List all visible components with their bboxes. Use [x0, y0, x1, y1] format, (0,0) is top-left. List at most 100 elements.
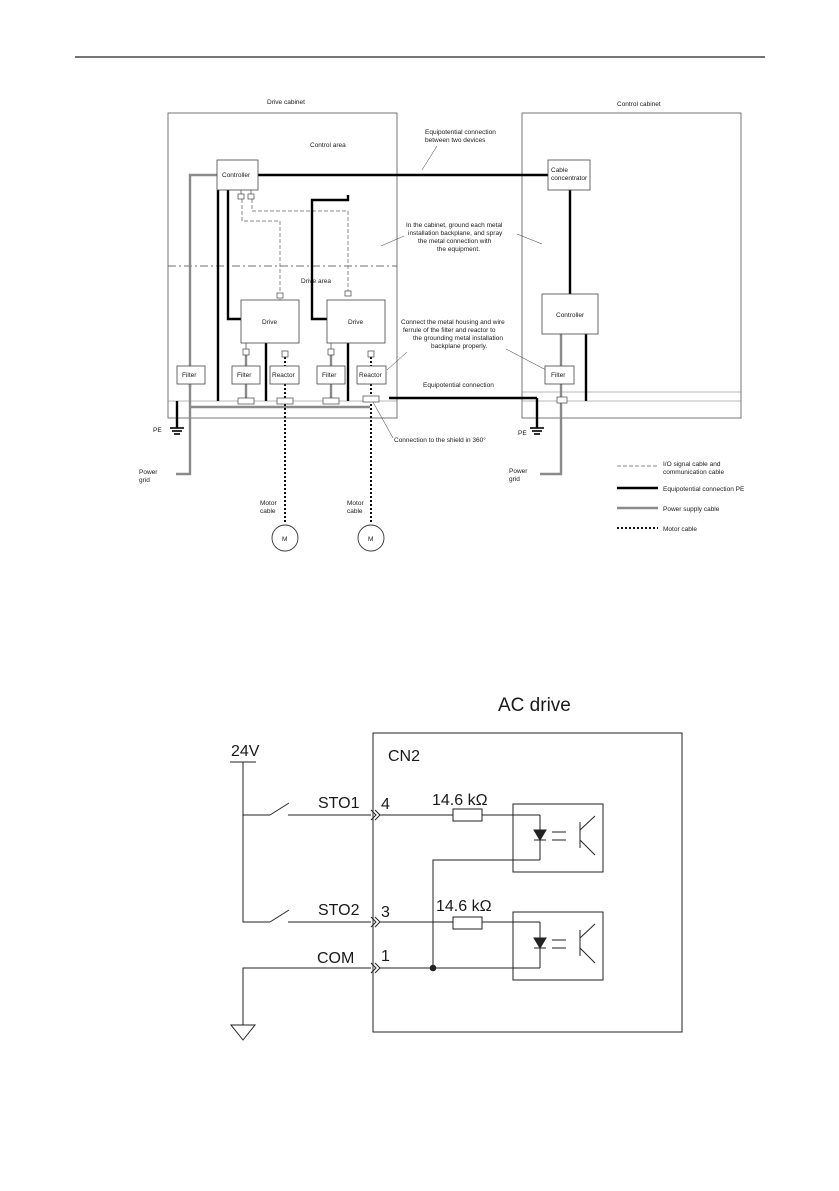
drive-box-2: Drive [326, 299, 386, 344]
ground-note-line1: In the cabinet, ground each metal [406, 222, 503, 229]
svg-text:concentrator: concentrator [551, 175, 588, 182]
drive-area-label: Drive area [301, 278, 331, 285]
ac-drive-title: AC drive [498, 695, 571, 716]
legend: I/O signal cable and communication cable… [617, 461, 745, 533]
reactor-box-1: Reactor [269, 365, 300, 385]
resistor-2-label: 14.6 kΩ [436, 898, 492, 915]
filter-box-4: Filter [544, 365, 575, 385]
drive-cabinet-box [167, 112, 398, 419]
filter-box-1: Filter [176, 365, 206, 385]
ground-note-pointer-left [380, 235, 405, 247]
ground-symbol-control [530, 427, 544, 435]
drive-box-1: Drive [240, 299, 300, 344]
sto1-pin: 4 [381, 796, 390, 813]
optocoupler-1 [512, 803, 604, 873]
com-pin: 1 [381, 948, 390, 965]
pe-label-control: PE [518, 430, 527, 437]
shield-clamps [237, 395, 568, 405]
sto2-terminal-chevron [370, 916, 377, 928]
com-terminal-chevron [370, 962, 377, 974]
sto1-label: STO1 [318, 795, 360, 812]
com-wire [242, 967, 371, 1025]
control-cabinet-label: Control cabinet [617, 101, 661, 108]
svg-text:Filter: Filter [322, 372, 337, 379]
ground-note-line2: installation backplane, and spray [408, 230, 503, 237]
drive-outline-box [372, 732, 683, 1033]
power-grid-label-drive-2: grid [139, 477, 150, 484]
motor-cable-label-1a: Motor [260, 500, 277, 507]
equip-between-line1: Equipotential connection [425, 129, 496, 136]
controller2-box: Controller [541, 293, 599, 335]
reactor-box-2: Reactor [356, 365, 387, 385]
ground-note-pointer-right [516, 233, 543, 245]
cable-concentrator-box: Cable concentrator [547, 159, 591, 191]
equip-between-line2: between two devices [425, 137, 486, 144]
sto-circuit-diagram: AC drive CN2 24V STO1 4 STO2 3 COM 1 14.… [229, 695, 683, 1041]
ground-triangle [229, 1024, 257, 1041]
housing-note-line1: Connect the metal housing and wire [401, 319, 505, 326]
housing-note-pointer-right [505, 348, 547, 371]
svg-text:Filter: Filter [237, 372, 252, 379]
svg-text:communication cable: communication cable [663, 469, 724, 476]
control-area-label: Control area [310, 142, 346, 149]
svg-text:Reactor: Reactor [272, 372, 296, 379]
motor-cable-label-2a: Motor [347, 500, 364, 507]
filter-box-3: Filter [316, 365, 346, 385]
housing-note-line3: the grounding metal installation [413, 335, 503, 342]
svg-text:M: M [368, 536, 373, 543]
controller-ports [237, 190, 255, 200]
resistor-1-label: 14.6 kΩ [432, 792, 488, 809]
sto1-terminal-chevron [370, 809, 377, 821]
housing-note-line2: ferrule of the filter and reactor to [403, 327, 496, 334]
equipotential-label: Equipotential connection [423, 382, 494, 389]
ground-note-line4: the equipment. [437, 246, 480, 253]
com-label: COM [317, 950, 354, 967]
motor-cable-label-2b: cable [347, 508, 363, 515]
com-to-opto1 [432, 859, 540, 968]
housing-note-pointer-left [386, 351, 408, 371]
ground-symbol-drive [170, 427, 184, 435]
io-signal-cables [241, 199, 349, 302]
optocoupler-2 [512, 911, 604, 981]
drive-cabinet-label: Drive cabinet [267, 99, 305, 106]
svg-text:Filter: Filter [551, 372, 566, 379]
sto2-switch [269, 909, 290, 923]
cabinet-wiring-diagram: Drive cabinet Control cabinet Control ar… [139, 99, 745, 552]
pe-label-drive: PE [153, 427, 162, 434]
svg-text:M: M [282, 536, 287, 543]
svg-text:Equipotential connection PE: Equipotential connection PE [663, 486, 745, 493]
power-grid-label-drive-1: Power [139, 469, 158, 476]
controller-box: Controller [216, 159, 259, 191]
svg-text:Controller: Controller [556, 312, 585, 319]
power-grid-label-control-2: grid [509, 476, 520, 483]
motor-2: M [357, 524, 385, 552]
svg-text:Drive: Drive [262, 319, 278, 326]
svg-text:I/O signal cable and: I/O signal cable and [663, 461, 721, 468]
drive-connectors [242, 290, 375, 358]
svg-text:Power supply cable: Power supply cable [663, 506, 720, 513]
shield-pointer [372, 401, 394, 439]
sto2-label: STO2 [318, 902, 360, 919]
junction-dot [429, 964, 437, 972]
svg-text:Reactor: Reactor [359, 372, 383, 379]
connector-label: CN2 [388, 748, 420, 765]
control-cabinet-box [521, 112, 742, 419]
equipotential-cables [175, 173, 588, 428]
supply-rail [242, 762, 270, 923]
filter-box-2: Filter [231, 365, 261, 385]
resistor-2 [452, 916, 483, 930]
ground-note-line3: the metal connection with [418, 238, 492, 245]
svg-text:Controller: Controller [222, 172, 251, 179]
svg-text:Drive: Drive [348, 319, 364, 326]
equip-between-pointer [421, 145, 438, 171]
motor-cable-label-1b: cable [260, 508, 276, 515]
motor-cables [284, 357, 372, 524]
svg-text:Cable: Cable [551, 167, 568, 174]
supply-label: 24V [231, 743, 260, 760]
sto1-switch [269, 802, 290, 816]
housing-note-line4: backplane properly. [431, 343, 487, 350]
svg-text:Motor cable: Motor cable [663, 526, 697, 533]
shield-label: Connection to the shield in 360° [394, 436, 486, 444]
resistor-1 [452, 808, 483, 822]
